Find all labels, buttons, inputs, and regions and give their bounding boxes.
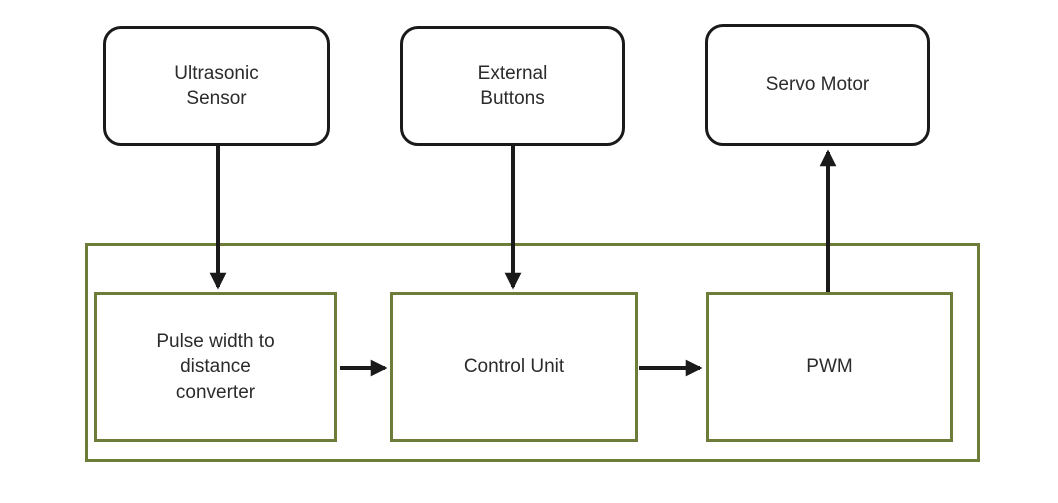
node-control-unit-label: Control Unit	[463, 356, 565, 378]
node-pulse-width-converter: Pulse width to distance converter	[94, 292, 337, 442]
node-external-buttons: External Buttons	[400, 26, 625, 146]
node-servo-motor: Servo Motor	[705, 24, 930, 146]
node-pulse-width-converter-label: Pulse width to distance converter	[156, 331, 275, 403]
node-servo-motor-label: Servo Motor	[765, 74, 870, 96]
node-ultrasonic-sensor-label: Ultrasonic Sensor	[174, 62, 259, 109]
node-pwm-label: PWM	[806, 356, 853, 378]
node-control-unit: Control Unit	[390, 292, 638, 442]
node-external-buttons-label: External Buttons	[477, 62, 548, 109]
node-pwm: PWM	[706, 292, 953, 442]
node-ultrasonic-sensor: Ultrasonic Sensor	[103, 26, 330, 146]
